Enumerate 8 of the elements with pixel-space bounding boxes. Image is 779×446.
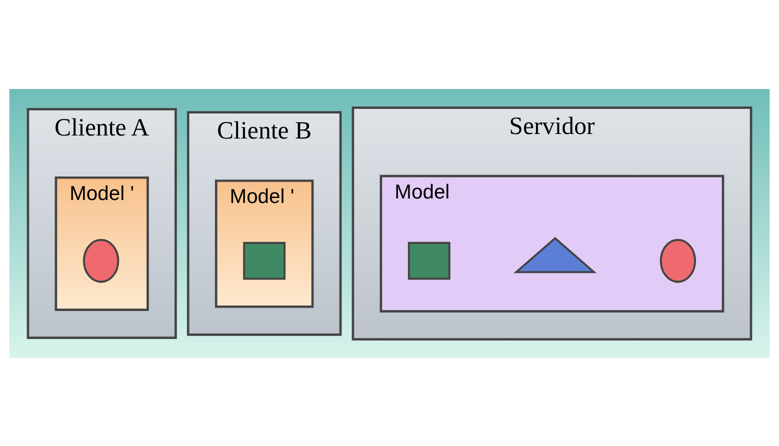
node-triangle: [514, 236, 597, 273]
node-circle: [660, 238, 696, 282]
node-box: [243, 241, 286, 280]
cluster: Model ': [54, 176, 149, 310]
cluster: Model: [380, 174, 724, 312]
node-circle: [82, 238, 120, 282]
cluster: Model ': [214, 179, 314, 308]
node-box: [408, 241, 450, 280]
